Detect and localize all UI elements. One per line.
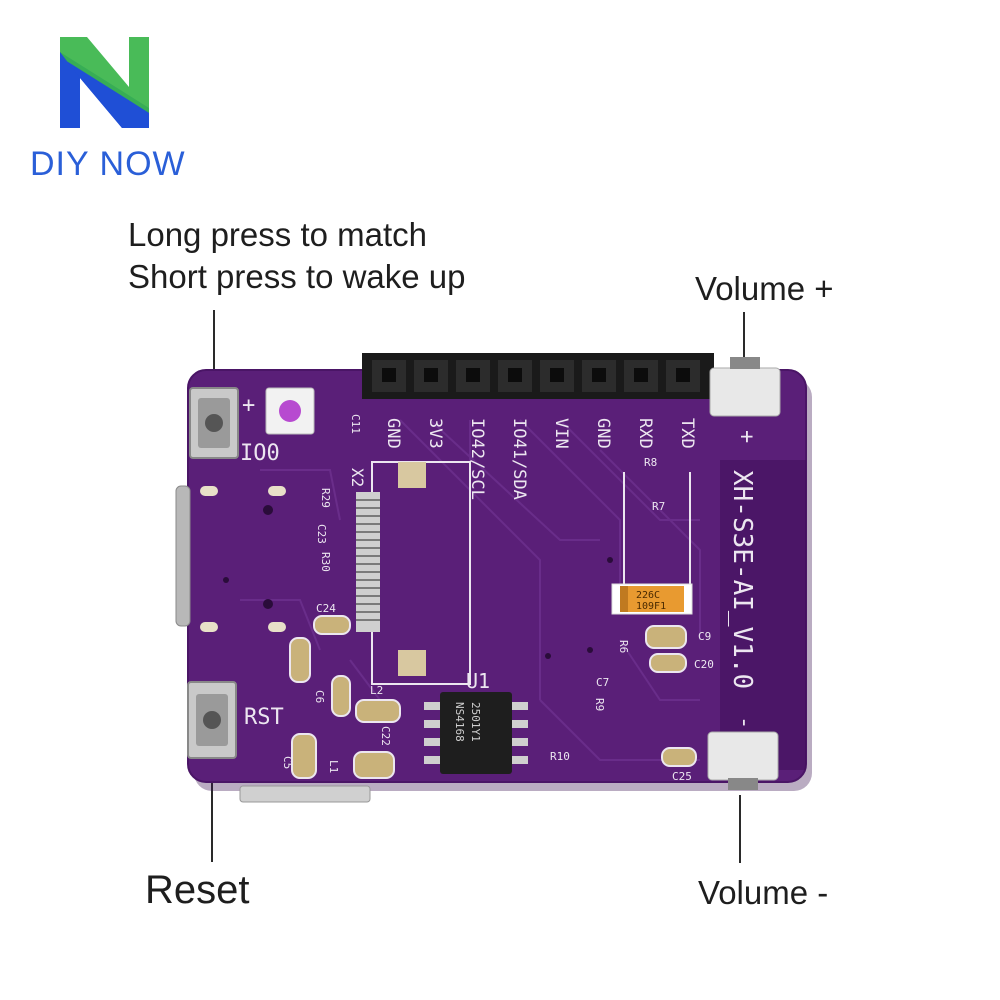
silk-l2: L2 xyxy=(370,684,383,697)
pin-label-3v3: 3V3 xyxy=(425,418,445,449)
plus-silk-left: + xyxy=(242,393,255,418)
usb-c-port xyxy=(175,485,191,627)
silk-c25: C25 xyxy=(672,770,692,783)
usb-edge-connector xyxy=(239,785,371,803)
silk-c6: C6 xyxy=(313,690,326,703)
silk-c5: C5 xyxy=(281,756,294,769)
capacitor-marking-1: 226C xyxy=(636,590,660,601)
pin-label-rxd: RXD xyxy=(635,418,655,449)
silk-c20: C20 xyxy=(694,658,714,671)
silk-c9: C9 xyxy=(698,630,711,643)
pin-label-io41: IO41/SDA xyxy=(509,418,529,500)
io0-label-line1: Long press to match xyxy=(128,216,427,253)
silk-l1: L1 xyxy=(327,760,340,773)
pin-label-gnd-2: GND xyxy=(593,418,613,449)
board-model-label: XH-S3E-AI_V1.0 xyxy=(727,470,757,689)
volume-down-leader-line xyxy=(739,795,741,863)
volume-up-button xyxy=(709,357,781,417)
brand-name: DIY NOW xyxy=(30,145,186,183)
silk-r10: R10 xyxy=(550,750,570,763)
chip-label: U1 xyxy=(466,669,490,693)
pin-label-vin: VIN xyxy=(551,418,571,449)
minus-silk-right: - xyxy=(732,716,757,729)
volume-up-label: Volume + xyxy=(695,270,834,307)
rst-silk-label: RST xyxy=(244,705,284,730)
chip-marking-2: 2501Y1 xyxy=(469,702,482,742)
silk-c7: C7 xyxy=(596,676,609,689)
silk-c23: C23 xyxy=(315,524,328,544)
silk-r30: R30 xyxy=(319,552,332,572)
volume-down-button xyxy=(707,731,779,790)
reset-label: Reset xyxy=(145,868,250,912)
io0-leader-line xyxy=(213,310,215,400)
reset-leader-line xyxy=(211,770,213,862)
tantalum-capacitor xyxy=(611,583,693,615)
volume-up-leader-line xyxy=(743,312,745,362)
silk-r6: R6 xyxy=(617,640,630,653)
silk-r7: R7 xyxy=(652,500,665,513)
plus-silk-right: + xyxy=(734,430,759,443)
io0-button xyxy=(189,387,239,459)
capacitor-marking-2: 109F1 xyxy=(636,601,666,612)
silk-r8: R8 xyxy=(644,456,657,469)
silk-r29: R29 xyxy=(319,488,332,508)
pin-label-io42: IO42/SCL xyxy=(467,418,487,500)
silk-c24: C24 xyxy=(316,602,336,615)
silk-r9: R9 xyxy=(593,698,606,711)
silk-c22: C22 xyxy=(379,726,392,746)
diy-now-logo-icon xyxy=(60,37,149,128)
chip-marking-1: NS4168 xyxy=(453,702,466,742)
rst-button xyxy=(187,681,237,759)
volume-down-label: Volume - xyxy=(698,874,829,911)
silk-c11: C11 xyxy=(349,414,362,434)
io0-label-line2: Short press to wake up xyxy=(128,258,466,295)
connector-label: X2 xyxy=(348,468,367,487)
pin-label-txd: TXD xyxy=(677,418,697,449)
io0-silk-label: IO0 xyxy=(240,441,280,466)
rgb-led xyxy=(265,387,315,435)
pin-label-gnd-1: GND xyxy=(383,418,403,449)
amplifier-chip xyxy=(424,692,528,774)
